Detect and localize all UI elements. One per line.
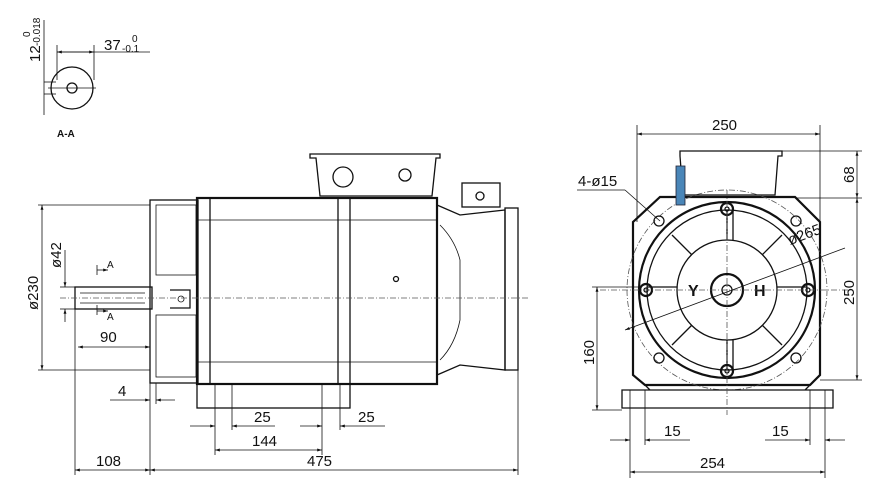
box-height-dim: 68 xyxy=(841,166,858,183)
side-view: A A ø230 ø42 90 4 25 25 144 1 xyxy=(25,153,530,475)
foot-left-dim: 15 xyxy=(664,423,681,440)
section-a-a: 37 0 -0.1 12 0 -0.018 A-A xyxy=(22,17,150,140)
flange-dia-dim: ø230 xyxy=(25,276,42,310)
flange-offset-dim: 4 xyxy=(118,383,126,400)
ground-terminal-marker xyxy=(675,165,686,206)
winding-label-y: Y xyxy=(688,283,699,300)
key-depth-tol-lower: -0.1 xyxy=(122,44,140,55)
pcd-dim: ø265 xyxy=(786,221,824,249)
front-view: Y H 250 68 250 4-ø15 ø265 160 xyxy=(577,117,862,478)
height-dim: 250 xyxy=(841,280,858,305)
key-depth-tol-upper: 0 xyxy=(132,34,138,45)
key-width-tol-lower: -0.018 xyxy=(32,17,43,46)
foot-right-dim: 15 xyxy=(772,423,789,440)
section-mark-top: A xyxy=(107,260,114,271)
shaft-dia-dim: ø42 xyxy=(48,242,65,268)
center-height-dim: 160 xyxy=(581,340,598,365)
shaft-length-dim: 108 xyxy=(96,453,121,470)
section-mark-bottom: A xyxy=(107,312,114,323)
foot-spacing-dim: 144 xyxy=(252,433,277,450)
key-width-tol-upper: 0 xyxy=(22,31,33,37)
holes-dim: 4-ø15 xyxy=(578,173,617,190)
foot-width-right-dim: 25 xyxy=(358,409,375,426)
winding-label-h: H xyxy=(754,283,766,300)
key-width-dim: 12 xyxy=(27,45,44,62)
width-dim: 250 xyxy=(712,117,737,134)
body-length-dim: 475 xyxy=(307,453,332,470)
foot-width-left-dim: 25 xyxy=(254,409,271,426)
section-title: A-A xyxy=(57,129,75,140)
shaft-key-length-dim: 90 xyxy=(100,329,117,346)
foot-spacing-dim: 254 xyxy=(700,455,725,472)
key-depth-dim: 37 xyxy=(104,37,121,54)
